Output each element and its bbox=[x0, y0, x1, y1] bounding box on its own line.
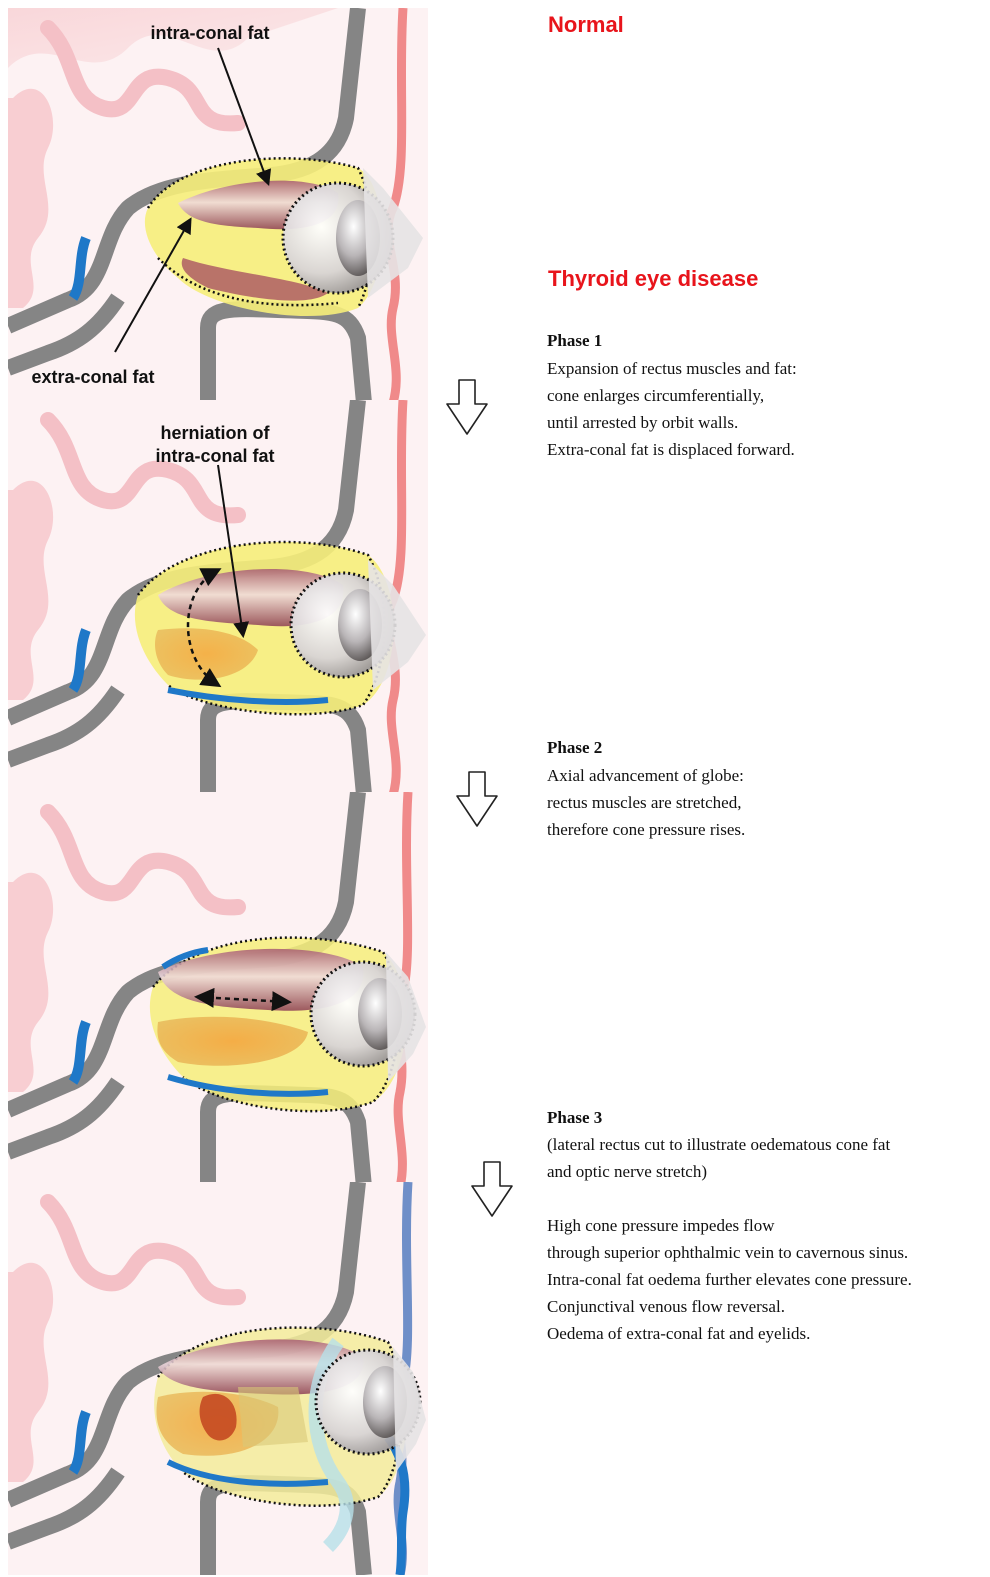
phase-3-line: Conjunctival venous flow reversal. bbox=[547, 1293, 912, 1320]
phase-3-line: and optic nerve stretch) bbox=[547, 1158, 912, 1185]
phase-3-line: Oedema of extra-conal fat and eyelids. bbox=[547, 1320, 912, 1347]
down-arrow-icon bbox=[455, 770, 499, 830]
down-arrow-icon bbox=[445, 378, 489, 438]
phase-2-line: rectus muscles are stretched, bbox=[547, 789, 745, 816]
phase-1-body: Expansion of rectus muscles and fat: con… bbox=[547, 355, 797, 463]
down-arrow-icon bbox=[470, 1160, 514, 1220]
phase-3-line: High cone pressure impedes flow bbox=[547, 1212, 912, 1239]
panel-1-leaders bbox=[0, 0, 430, 400]
phase-3-line: Intra-conal fat oedema further elevates … bbox=[547, 1266, 912, 1293]
phase-3-line bbox=[547, 1185, 912, 1212]
phase-1-line: cone enlarges circumferentially, bbox=[547, 382, 797, 409]
phase-1-line: until arrested by orbit walls. bbox=[547, 409, 797, 436]
phase-2-title: Phase 2 bbox=[547, 738, 602, 758]
label-herniation-line2: intra-conal fat bbox=[110, 445, 320, 468]
phase-2-line: therefore cone pressure rises. bbox=[547, 816, 745, 843]
phase-3-line: through superior ophthalmic vein to cave… bbox=[547, 1239, 912, 1266]
phase-3-line: (lateral rectus cut to illustrate oedema… bbox=[547, 1131, 912, 1158]
heading-thyroid-eye-disease: Thyroid eye disease bbox=[548, 266, 758, 292]
phase-1-title: Phase 1 bbox=[547, 331, 602, 351]
heading-normal: Normal bbox=[548, 12, 624, 38]
orbit-diagram-phase-3 bbox=[8, 1182, 428, 1577]
label-herniation-line1: herniation of bbox=[110, 422, 320, 445]
label-herniation: herniation of intra-conal fat bbox=[110, 422, 320, 468]
phase-2-body: Axial advancement of globe: rectus muscl… bbox=[547, 762, 745, 843]
orbit-diagram-phase-2 bbox=[8, 792, 428, 1187]
phase-3-body: (lateral rectus cut to illustrate oedema… bbox=[547, 1131, 912, 1347]
phase-2-line: Axial advancement of globe: bbox=[547, 762, 745, 789]
phase-1-line: Expansion of rectus muscles and fat: bbox=[547, 355, 797, 382]
phase-3-title: Phase 3 bbox=[547, 1108, 602, 1128]
phase-1-line: Extra-conal fat is displaced forward. bbox=[547, 436, 797, 463]
